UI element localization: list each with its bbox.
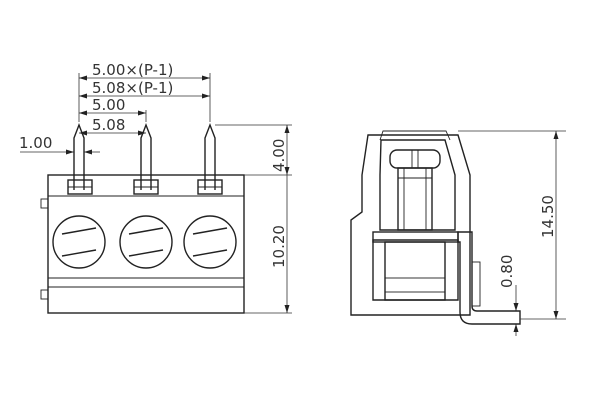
side-lead: [457, 231, 521, 325]
label-pitch-formula-b: 5.08×(P-1): [92, 79, 173, 97]
front-view: [40, 123, 245, 314]
front-dimensions: [20, 73, 292, 314]
front-left-nub-bottom: [40, 289, 49, 300]
side-view: [350, 130, 521, 325]
lead-hatch: [471, 261, 481, 307]
side-dimensions: [458, 130, 566, 336]
clamp-cage: [384, 241, 446, 301]
screw-2: [119, 215, 173, 269]
side-screw: [389, 149, 441, 231]
screw-3: [183, 215, 237, 269]
screw-1: [52, 215, 106, 269]
pin-1: [67, 123, 93, 195]
front-left-nub-top: [40, 198, 49, 209]
pin-3: [197, 123, 223, 195]
label-total-height: 14.50: [539, 195, 557, 238]
clamp-hatch: [384, 277, 446, 293]
label-pin-width: 1.00: [19, 134, 52, 152]
front-body-outline: [47, 174, 245, 314]
side-top-rim: [379, 130, 451, 141]
label-pitch-a: 5.00: [92, 96, 125, 114]
label-pitch-formula-a: 5.00×(P-1): [92, 61, 173, 79]
label-lead-thickness: 0.80: [498, 255, 516, 288]
label-body-height: 10.20: [270, 225, 288, 268]
side-housing: [350, 134, 471, 316]
label-pin-length: 4.00: [270, 139, 288, 172]
pin-2: [133, 123, 159, 195]
label-pitch-b: 5.08: [92, 116, 125, 134]
